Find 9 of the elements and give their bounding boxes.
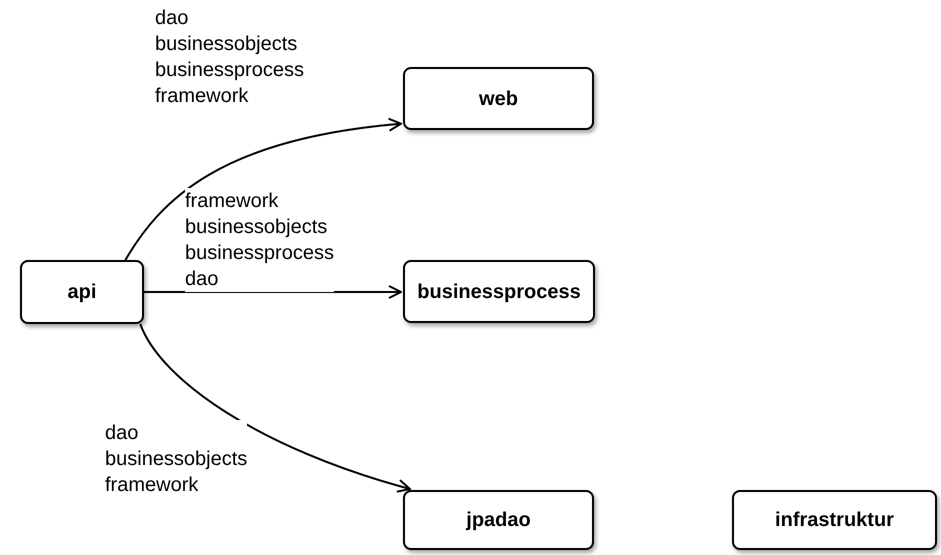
arrow <box>144 285 402 299</box>
module-box: api <box>20 260 144 324</box>
edge-label: framework businessobjects businessprocess dao <box>185 188 334 292</box>
arrow <box>139 324 411 492</box>
arrow <box>124 118 402 261</box>
module-box: infrastruktur <box>732 490 937 550</box>
module-box: jpadao <box>403 490 594 550</box>
module-box: businessprocess <box>403 260 595 323</box>
module-box: web <box>403 67 594 130</box>
